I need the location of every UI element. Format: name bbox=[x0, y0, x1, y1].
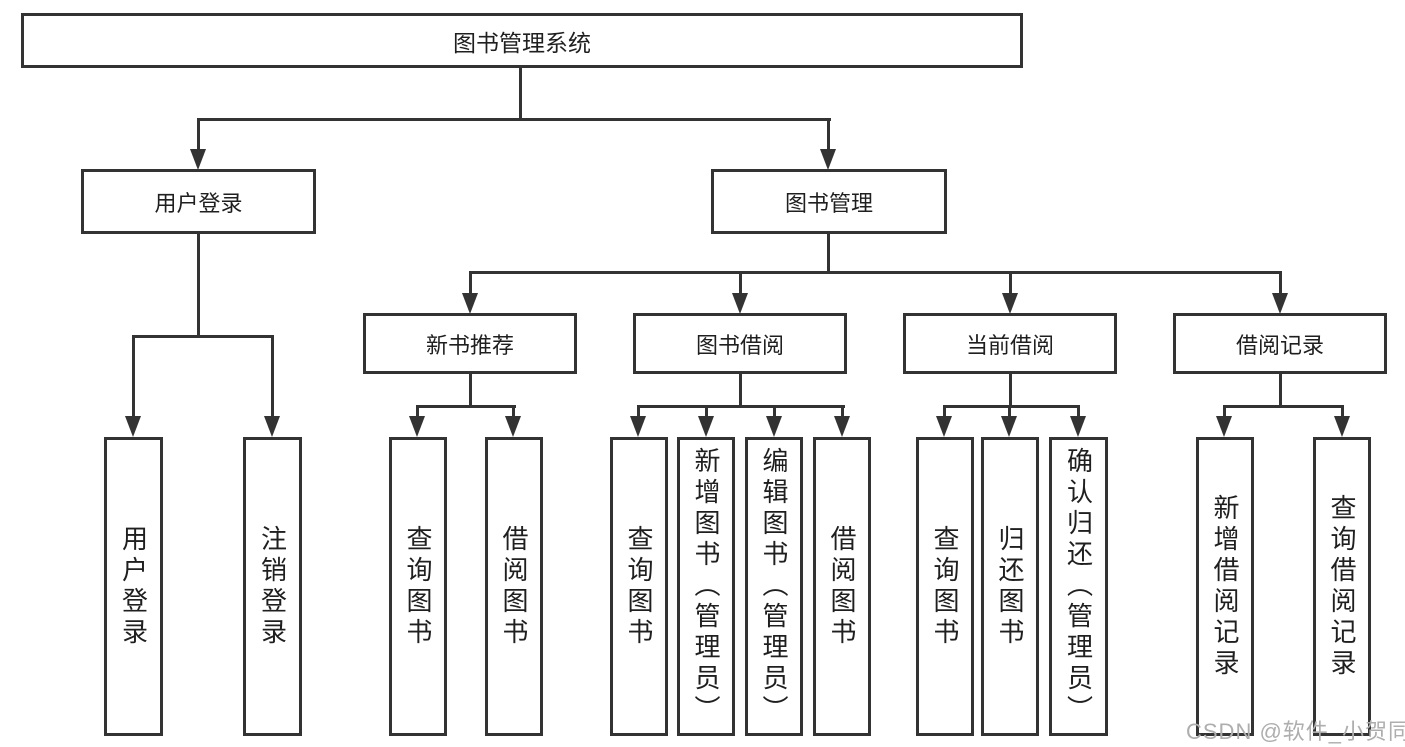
arrow-down bbox=[264, 416, 280, 437]
arrow-down bbox=[125, 416, 141, 437]
arrow-down bbox=[1002, 293, 1018, 314]
leaf-query-books-current-label: 查询图书 bbox=[930, 524, 960, 649]
arrow-down bbox=[409, 416, 425, 437]
arrow-down bbox=[190, 149, 206, 170]
leaf-query-books-borrow: 查询图书 bbox=[610, 437, 668, 736]
watermark: CSDN @软件_小贺同学 bbox=[1186, 719, 1405, 744]
connector-drop bbox=[1008, 405, 1011, 421]
leaf-add-borrow-record: 新增借阅记录 bbox=[1196, 437, 1254, 736]
connector-borrow-records-rail bbox=[1223, 405, 1344, 408]
leaf-return-book-label: 归还图书 bbox=[995, 524, 1025, 649]
connector-new-book-stem bbox=[469, 374, 472, 408]
node-current-borrow: 当前借阅 bbox=[903, 313, 1117, 374]
connector-drop bbox=[705, 405, 708, 421]
arrow-down bbox=[732, 293, 748, 314]
leaf-logout: 注销登录 bbox=[243, 437, 302, 736]
connector-current-borrow-stem bbox=[1009, 374, 1012, 408]
connector-drop bbox=[512, 405, 515, 421]
leaf-add-borrow-record-label: 新增借阅记录 bbox=[1210, 493, 1240, 680]
leaf-user-login: 用户登录 bbox=[104, 437, 163, 736]
arrow-down bbox=[1272, 293, 1288, 314]
connector-drop-new-book bbox=[469, 271, 472, 296]
connector-book-management-stem bbox=[827, 234, 830, 274]
connector-drop-borrow-records bbox=[1279, 271, 1282, 296]
leaf-add-book-admin: 新增图书（管理员） bbox=[677, 437, 735, 736]
arrow-down bbox=[1216, 416, 1232, 437]
connector-level2-rail bbox=[469, 271, 1282, 274]
connector-drop-user-login bbox=[197, 118, 200, 152]
leaf-query-books-borrow-label: 查询图书 bbox=[624, 524, 654, 649]
connector-book-borrow-rail bbox=[637, 405, 845, 408]
arrow-down bbox=[766, 416, 782, 437]
connector-drop bbox=[1223, 405, 1226, 421]
connector-drop bbox=[773, 405, 776, 421]
connector-drop bbox=[1341, 405, 1344, 421]
leaf-query-books-current: 查询图书 bbox=[916, 437, 974, 736]
leaf-confirm-return-admin: 确认归还（管理员） bbox=[1049, 437, 1108, 736]
arrow-down bbox=[630, 416, 646, 437]
leaf-edit-book-admin: 编辑图书（管理员） bbox=[745, 437, 803, 736]
leaf-borrow-books-recommend-label: 借阅图书 bbox=[499, 524, 529, 649]
connector-drop-leaf-user-login bbox=[132, 335, 135, 419]
connector-level1-rail bbox=[197, 118, 831, 121]
node-book-borrow-label: 图书借阅 bbox=[695, 332, 784, 358]
connector-drop-leaf-logout bbox=[271, 335, 274, 419]
node-borrow-records-label: 借阅记录 bbox=[1235, 332, 1324, 358]
node-new-book-recommend-label: 新书推荐 bbox=[425, 332, 514, 358]
arrow-down bbox=[820, 149, 836, 170]
leaf-borrow-books: 借阅图书 bbox=[813, 437, 871, 736]
node-root: 图书管理系统 bbox=[21, 13, 1023, 68]
node-root-label: 图书管理系统 bbox=[453, 29, 591, 56]
connector-drop bbox=[841, 405, 844, 421]
node-book-management-label: 图书管理 bbox=[784, 190, 873, 216]
connector-drop bbox=[1077, 405, 1080, 421]
connector-drop-book-borrow bbox=[739, 271, 742, 296]
arrow-down bbox=[505, 416, 521, 437]
node-book-management: 图书管理 bbox=[711, 169, 947, 234]
leaf-query-borrow-record: 查询借阅记录 bbox=[1313, 437, 1371, 736]
connector-borrow-records-stem bbox=[1279, 374, 1282, 408]
leaf-borrow-books-recommend: 借阅图书 bbox=[485, 437, 543, 736]
leaf-query-books-recommend: 查询图书 bbox=[389, 437, 447, 736]
leaf-edit-book-admin-label: 编辑图书（管理员） bbox=[759, 447, 789, 726]
connector-user-login-rail bbox=[133, 335, 273, 338]
connector-drop bbox=[416, 405, 419, 421]
connector-drop bbox=[637, 405, 640, 421]
node-user-login: 用户登录 bbox=[81, 169, 316, 234]
leaf-user-login-label: 用户登录 bbox=[118, 524, 149, 649]
node-book-borrow: 图书借阅 bbox=[633, 313, 847, 374]
arrow-down bbox=[1334, 416, 1350, 437]
leaf-confirm-return-admin-label: 确认归还（管理员） bbox=[1063, 447, 1094, 726]
connector-new-book-rail bbox=[417, 405, 516, 408]
connector-root-stem bbox=[519, 67, 522, 121]
connector-book-borrow-stem bbox=[739, 374, 742, 408]
leaf-borrow-books-label: 借阅图书 bbox=[827, 524, 857, 649]
node-current-borrow-label: 当前借阅 bbox=[965, 332, 1054, 358]
arrow-down bbox=[1001, 416, 1017, 437]
leaf-add-book-admin-label: 新增图书（管理员） bbox=[691, 447, 721, 726]
connector-user-login-stem bbox=[197, 234, 200, 338]
leaf-return-book: 归还图书 bbox=[981, 437, 1039, 736]
connector-drop-current-borrow bbox=[1009, 271, 1012, 296]
node-new-book-recommend: 新书推荐 bbox=[363, 313, 577, 374]
connector-drop bbox=[943, 405, 946, 421]
arrow-down bbox=[1070, 416, 1086, 437]
arrow-down bbox=[936, 416, 952, 437]
arrow-down bbox=[698, 416, 714, 437]
leaf-logout-label: 注销登录 bbox=[257, 524, 288, 649]
connector-drop-book-management bbox=[827, 118, 830, 152]
arrow-down bbox=[834, 416, 850, 437]
leaf-query-borrow-record-label: 查询借阅记录 bbox=[1327, 493, 1357, 680]
node-user-login-label: 用户登录 bbox=[154, 190, 243, 216]
arrow-down bbox=[462, 293, 478, 314]
connector-current-borrow-rail bbox=[943, 405, 1080, 408]
leaf-query-books-recommend-label: 查询图书 bbox=[403, 524, 433, 649]
node-borrow-records: 借阅记录 bbox=[1173, 313, 1387, 374]
